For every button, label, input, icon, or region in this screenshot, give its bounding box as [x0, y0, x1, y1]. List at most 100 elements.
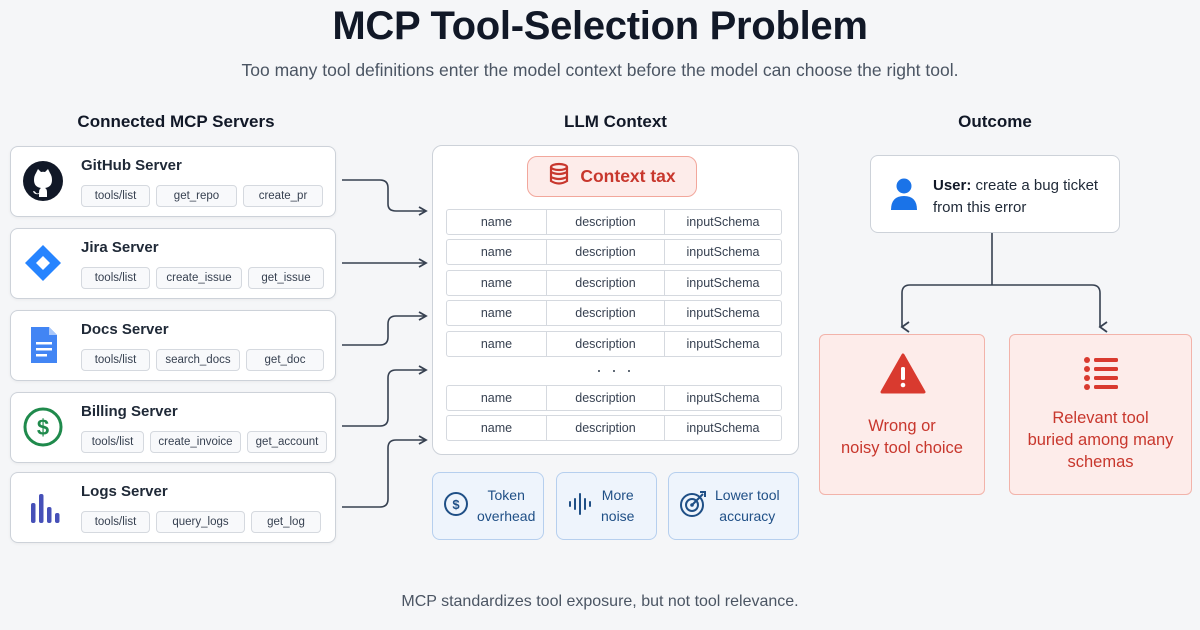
schema-row: name description inputSchema [446, 385, 782, 411]
tool-chip: search_docs [156, 349, 240, 371]
page-title: MCP Tool-Selection Problem [332, 4, 868, 48]
outcome-wrong-choice: Wrong or noisy tool choice [819, 334, 985, 495]
schema-cell-inputschema: inputSchema [686, 306, 760, 320]
column-header-servers: Connected MCP Servers [77, 112, 275, 131]
tool-chip: tools/list [81, 267, 150, 289]
server-card-docs: Docs Server tools/list search_docs get_d… [10, 310, 336, 381]
schema-cell-description: description [547, 240, 665, 264]
server-name: Logs Server [81, 483, 168, 500]
server-card-jira: Jira Server tools/list create_issue get_… [10, 228, 336, 299]
schema-row: name description inputSchema [446, 239, 782, 265]
outcome-label: buried among many [1027, 431, 1174, 449]
arrow-logs-to-context [342, 435, 428, 508]
schema-row: name description inputSchema [446, 300, 782, 326]
tool-chip: create_issue [156, 267, 242, 289]
outcome-label: schemas [1067, 453, 1134, 471]
tool-chip: get_account [247, 431, 327, 453]
schema-row: name description inputSchema [446, 270, 782, 296]
ellipsis: · · · [596, 360, 634, 380]
arrow-github-to-context [342, 179, 428, 216]
schema-cell-name: name [447, 386, 547, 410]
metric-more-noise: More noise [556, 472, 657, 540]
outcome-buried-tool: Relevant tool buried among many schemas [1009, 334, 1192, 495]
schema-cell-inputschema: inputSchema [686, 337, 760, 351]
database-icon [548, 162, 570, 191]
tool-chip: get_doc [246, 349, 324, 371]
schema-row: name description inputSchema [446, 415, 782, 441]
schema-cell-description: description [547, 271, 665, 295]
schema-cell-description: description [547, 332, 665, 356]
schema-cell-name: name [447, 240, 547, 264]
jira-icon [21, 241, 65, 285]
arrow-docs-to-context [342, 311, 428, 346]
user-request-card: User: create a bug ticket from this erro… [870, 155, 1120, 233]
arrow-user-to-wrong [900, 284, 992, 333]
schema-cell-description: description [547, 416, 665, 440]
bar-chart-icon [21, 485, 65, 529]
target-icon [679, 490, 707, 523]
column-header-outcome: Outcome [958, 112, 1032, 131]
tool-chip: get_issue [248, 267, 324, 289]
server-name: Docs Server [81, 321, 169, 338]
tool-chip: create_invoice [150, 431, 241, 453]
schema-cell-description: description [547, 386, 665, 410]
context-tax-label: Context tax [580, 166, 676, 186]
user-prefix: User: [933, 177, 972, 194]
server-card-github: GitHub Server tools/list get_repo create… [10, 146, 336, 217]
schema-cell-description: description [547, 210, 665, 234]
schema-row: name description inputSchema [446, 209, 782, 235]
arrow-billing-to-context [342, 365, 428, 427]
schema-cell-inputschema: inputSchema [686, 391, 760, 405]
metric-label: overhead [477, 508, 536, 524]
server-card-logs: Logs Server tools/list query_logs get_lo… [10, 472, 336, 543]
tool-chip: get_repo [156, 185, 237, 207]
schema-cell-name: name [447, 332, 547, 356]
tool-chip: tools/list [81, 185, 150, 207]
outcome-label: Relevant tool [1052, 409, 1149, 427]
tool-chip: query_logs [156, 511, 245, 533]
metric-label: accuracy [719, 508, 776, 524]
server-name: Jira Server [81, 239, 159, 256]
outcome-label: Wrong or [868, 417, 936, 435]
github-icon [21, 159, 65, 203]
schema-row: name description inputSchema [446, 331, 782, 357]
schema-cell-name: name [447, 301, 547, 325]
user-message-line2: from this error [933, 199, 1027, 216]
tool-chip: tools/list [81, 349, 150, 371]
dollar-icon: $ [21, 405, 65, 449]
arrow-user-to-buried [992, 284, 1108, 333]
schema-cell-name: name [447, 416, 547, 440]
schema-cell-inputschema: inputSchema [686, 276, 760, 290]
server-card-billing: $ Billing Server tools/list create_invoi… [10, 392, 336, 463]
metric-label: Token [487, 487, 525, 503]
coin-icon: $ [443, 491, 469, 522]
user-icon [889, 176, 919, 217]
server-name: GitHub Server [81, 157, 182, 174]
metric-label: More [601, 487, 634, 503]
metric-label: noise [601, 508, 635, 524]
schema-cell-inputschema: inputSchema [686, 215, 760, 229]
metric-label: Lower tool [715, 487, 780, 503]
svg-text:$: $ [37, 415, 49, 440]
schema-cell-name: name [447, 271, 547, 295]
warning-icon [880, 353, 926, 400]
tool-chip: create_pr [243, 185, 323, 207]
context-tax-badge: Context tax [527, 156, 697, 197]
waveform-icon [567, 491, 593, 522]
user-message-line1: create a bug ticket [975, 177, 1099, 194]
list-icon [1081, 353, 1121, 398]
svg-text:$: $ [452, 497, 460, 512]
schema-cell-inputschema: inputSchema [686, 421, 760, 435]
schema-cell-description: description [547, 301, 665, 325]
outcome-label: noisy tool choice [841, 439, 963, 457]
column-header-context: LLM Context [564, 112, 667, 131]
document-icon [21, 323, 65, 367]
schema-cell-name: name [447, 210, 547, 234]
server-name: Billing Server [81, 403, 178, 420]
metric-lower-accuracy: Lower tool accuracy [668, 472, 799, 540]
tool-chip: tools/list [81, 431, 144, 453]
footer-caption: MCP standardizes tool exposure, but not … [401, 593, 799, 610]
schema-cell-inputschema: inputSchema [686, 245, 760, 259]
tool-chip: tools/list [81, 511, 150, 533]
